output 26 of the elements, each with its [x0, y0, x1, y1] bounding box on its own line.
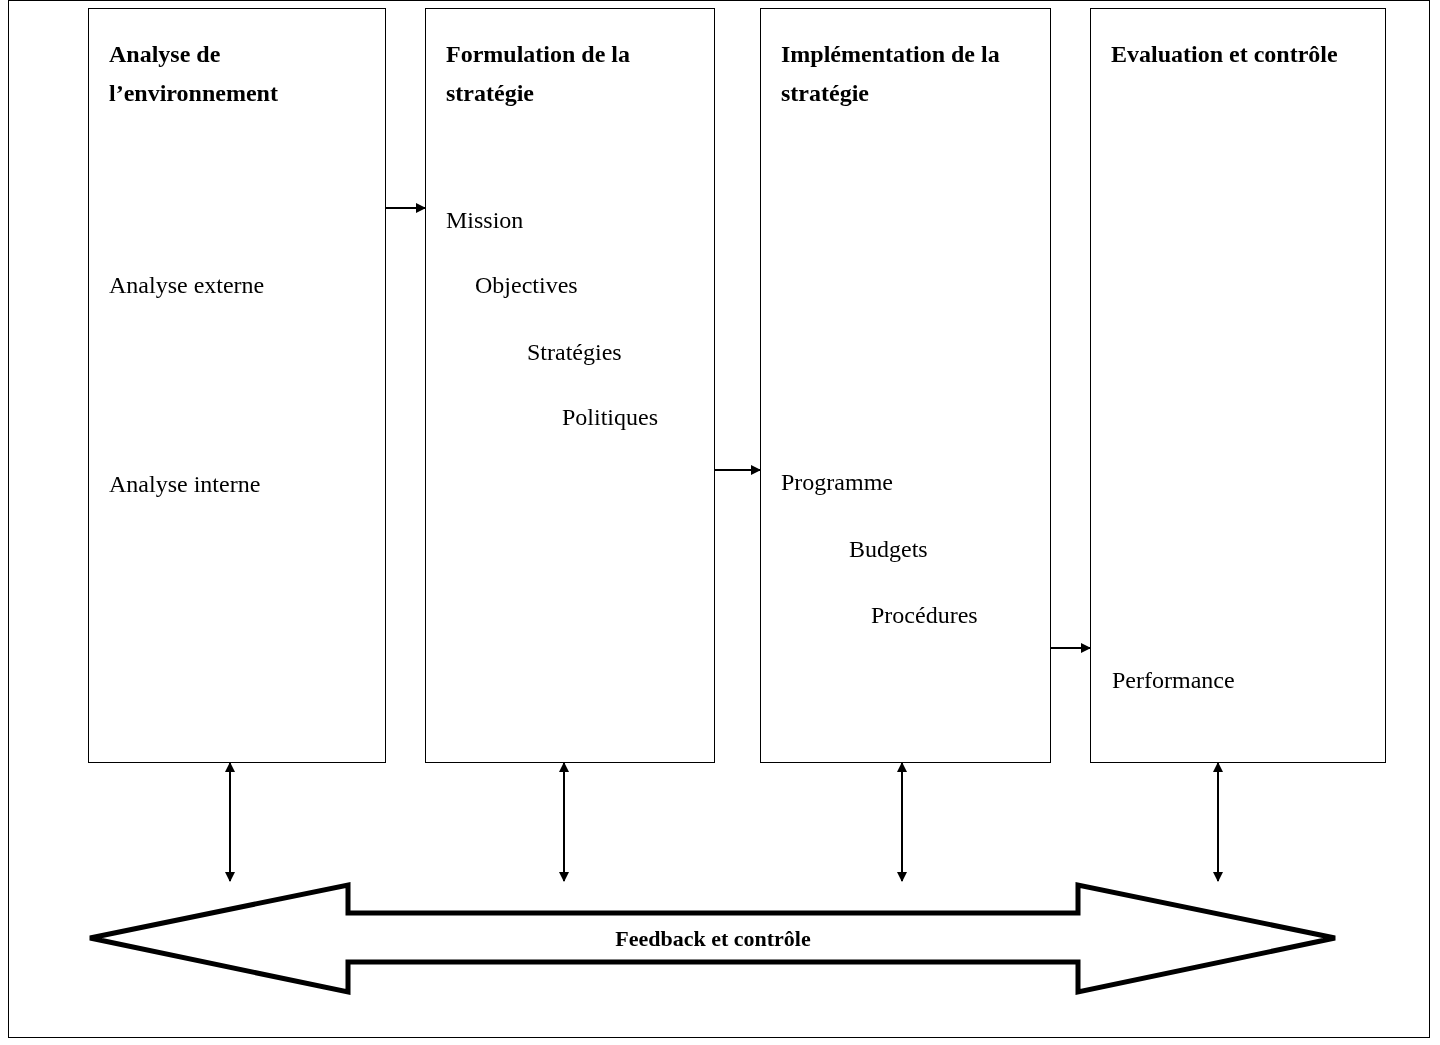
stage-item: Stratégies	[527, 338, 622, 367]
stage-item: Analyse externe	[109, 271, 265, 300]
stage-box	[425, 8, 715, 763]
arrow	[1213, 762, 1223, 882]
stage-box	[1090, 8, 1386, 763]
arrow	[559, 762, 569, 882]
panel-heading: Formulation de la stratégie	[446, 40, 631, 108]
stage-item: Analyse interne	[109, 470, 261, 499]
stage-item: Objectives	[475, 271, 578, 300]
arrow	[1050, 643, 1091, 653]
stage-item: Mission	[446, 206, 524, 235]
arrow-label: Feedback et contrôle	[614, 925, 812, 953]
panel-heading: Analyse de l’environnement	[109, 40, 279, 108]
arrow	[225, 762, 235, 882]
panel-heading: Evaluation et contrôle	[1111, 40, 1339, 69]
panel-heading: Implémentation de la stratégie	[781, 40, 1001, 108]
stage-item: Programme	[781, 468, 893, 497]
stage-box	[760, 8, 1051, 763]
arrow	[385, 203, 426, 213]
arrow	[714, 465, 761, 475]
stage-item: Budgets	[849, 535, 928, 564]
arrow	[897, 762, 907, 882]
stage-item: Politiques	[562, 403, 658, 432]
stage-item: Performance	[1112, 666, 1235, 695]
stage-box	[88, 8, 386, 763]
stage-item: Procédures	[871, 601, 978, 630]
